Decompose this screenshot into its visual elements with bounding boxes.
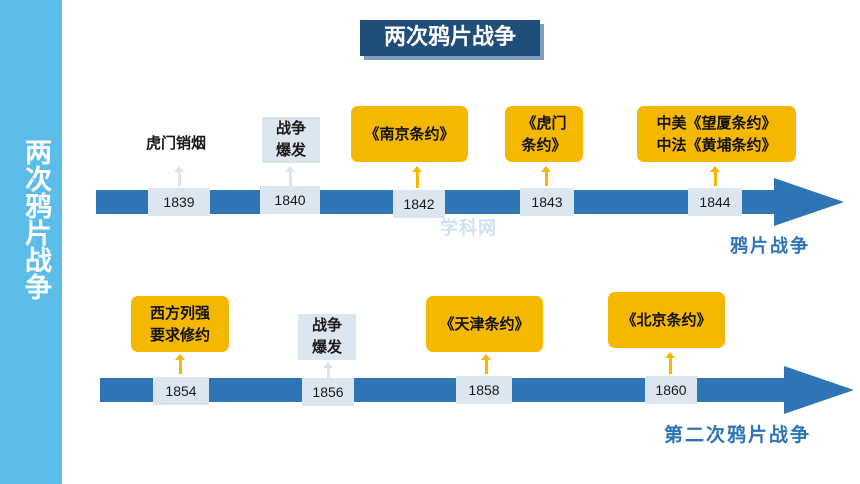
year-1840: 1840	[260, 186, 320, 214]
arrow-1844	[708, 166, 722, 186]
event-1856-line2: 爆发	[311, 338, 342, 356]
event-1854-line2: 要求修约	[149, 326, 210, 344]
arrow-1858	[479, 354, 493, 374]
event-1839: 虎门销烟	[145, 134, 206, 152]
event-1844-line1: 中美《望厦条约》	[656, 114, 777, 132]
event-1856-line1: 战争	[311, 316, 342, 334]
year-1843: 1843	[520, 188, 574, 216]
event-1840: 战争 爆发	[262, 117, 320, 163]
arrow-1842	[410, 166, 424, 188]
event-1856: 战争 爆发	[298, 314, 356, 360]
arrow-1854	[173, 354, 187, 374]
event-1842: 《南京条约》	[351, 106, 468, 162]
arrow-1840	[283, 166, 297, 186]
event-1854: 西方列强 要求修约	[131, 296, 229, 352]
watermark: 学科网	[440, 218, 497, 239]
event-1858: 《天津条约》	[426, 296, 543, 352]
year-1842: 1842	[393, 190, 445, 218]
event-1843: 《虎门 条约》	[505, 106, 583, 162]
arrow-1860	[663, 352, 677, 374]
arrow-1839	[172, 166, 186, 186]
year-1844: 1844	[688, 188, 742, 216]
timeline-1-arrowhead	[774, 178, 844, 226]
event-1860: 《北京条约》	[608, 292, 725, 348]
event-1854-line1: 西方列强	[149, 304, 210, 322]
timeline-2-arrowhead	[784, 366, 854, 414]
year-1858: 1858	[456, 376, 512, 404]
war-label-first: 鸦片战争	[730, 236, 810, 257]
arrow-1843	[539, 166, 553, 186]
event-1840-line1: 战争	[275, 119, 306, 137]
event-1843-line2: 条约》	[521, 136, 567, 154]
arrow-1856	[321, 362, 335, 378]
event-1844-line2: 中法《黄埔条约》	[656, 136, 777, 154]
sidebar: 两次鸦片战争	[0, 0, 62, 484]
year-1860: 1860	[645, 376, 697, 404]
year-1854: 1854	[153, 377, 209, 405]
event-1840-line2: 爆发	[275, 141, 306, 159]
year-1839: 1839	[148, 188, 210, 216]
event-1843-line1: 《虎门	[521, 114, 567, 132]
event-1844: 中美《望厦条约》 中法《黄埔条约》	[637, 106, 796, 162]
page-title: 两次鸦片战争	[360, 20, 540, 56]
sidebar-title: 两次鸦片战争	[20, 138, 51, 300]
year-1856: 1856	[302, 378, 354, 406]
war-label-second: 第二次鸦片战争	[664, 424, 812, 446]
